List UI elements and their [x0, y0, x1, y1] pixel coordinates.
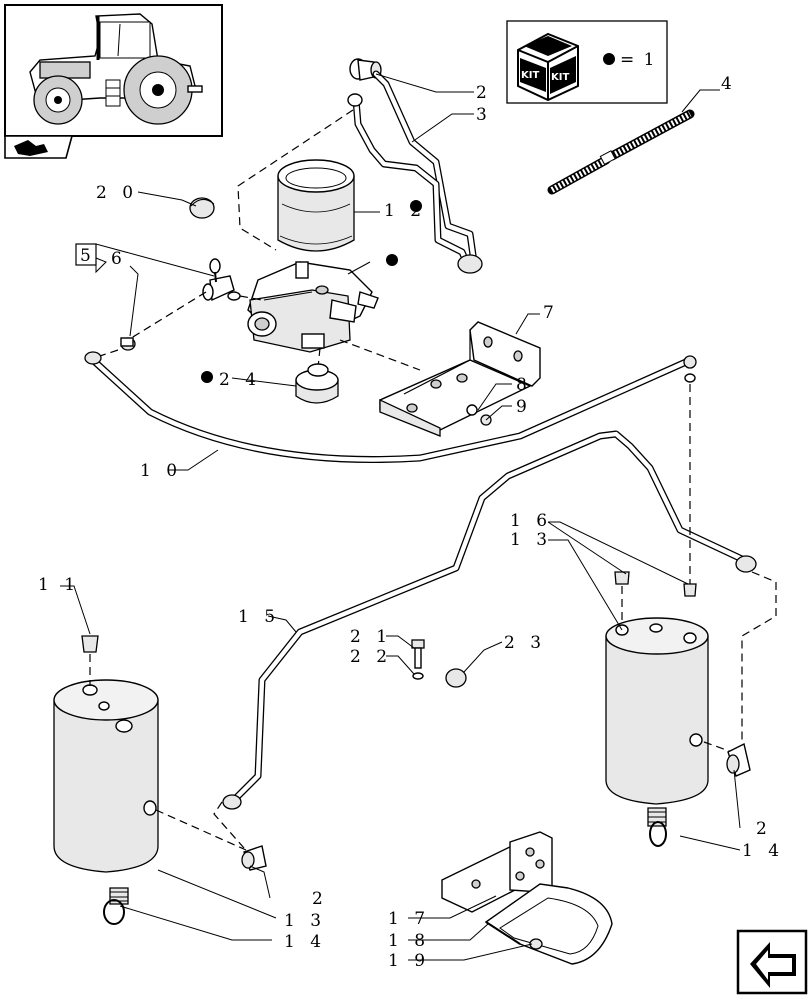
kit-icon-label-right: KIT	[551, 72, 569, 83]
callout-24: 2 4	[219, 370, 261, 390]
callout-4: 4	[721, 74, 737, 94]
callout-14-left: 1 4	[284, 932, 326, 952]
kit-box: KIT KIT = 1	[506, 20, 668, 104]
plug-16b	[683, 583, 697, 597]
kit-legend-text: = 1	[620, 50, 656, 70]
pipe-10	[84, 351, 697, 463]
plug-16a	[614, 571, 630, 585]
tee-fitting-6	[202, 258, 241, 302]
callout-2-left: 2	[312, 889, 328, 909]
connector-6	[120, 337, 136, 351]
callout-17: 1 7	[388, 909, 430, 929]
elbow-fitting-2-left	[241, 845, 267, 871]
bracket-7	[379, 321, 541, 437]
callout-9: 9	[516, 397, 532, 417]
callout-20: 2 0	[96, 183, 138, 203]
bracket-17	[441, 831, 553, 913]
kit-marker-24	[201, 371, 213, 383]
callout-12: 1 2	[384, 201, 426, 221]
kit-box-icon: KIT KIT	[517, 32, 579, 102]
threaded-rod-4	[547, 109, 695, 195]
washer-22	[412, 672, 424, 680]
callout-14-right: 1 4	[742, 841, 784, 861]
kit-marker-dot	[603, 53, 615, 65]
air-tank-left	[53, 679, 159, 873]
callout-19: 1 9	[388, 951, 430, 971]
cap-23	[445, 668, 467, 688]
drain-valve-14-right	[647, 807, 667, 847]
filter-cartridge-12	[277, 159, 355, 252]
callout-21: 2 1	[350, 627, 392, 647]
callout-22: 2 2	[350, 647, 392, 667]
callout-6: 6	[111, 249, 127, 269]
elbow-fitting-2-right	[726, 742, 751, 777]
callout-10: 1 0	[140, 461, 182, 481]
callout-2-top: 2	[476, 83, 492, 103]
section-tab-icon	[4, 135, 74, 159]
callout-5: 5	[80, 246, 96, 266]
callout-23: 2 3	[504, 633, 546, 653]
cap-20	[189, 197, 215, 219]
cap-24	[295, 363, 339, 404]
callout-16: 1 6	[510, 511, 552, 531]
plug-11	[81, 635, 99, 653]
callout-box-5	[75, 243, 97, 266]
air-dryer-valve-body	[247, 261, 379, 353]
strap-18	[484, 883, 613, 965]
drain-valve-14-left	[103, 887, 129, 925]
callout-3: 3	[476, 105, 492, 125]
air-tank-right	[605, 617, 709, 805]
kit-icon-label-left: KIT	[521, 70, 539, 81]
callout-8: 8	[516, 375, 532, 395]
callout-11: 1 1	[38, 575, 80, 595]
tractor-thumbnail-icon	[4, 4, 223, 137]
pipe-3	[347, 70, 483, 274]
callout-13-left: 1 3	[284, 911, 326, 931]
kit-marker-12	[410, 200, 422, 212]
callout-15: 1 5	[238, 607, 280, 627]
callout-13-right: 1 3	[510, 530, 552, 550]
callout-labels: 2 3 4 2 0 1 2 5 6 7 2 4 8 9 1 0 1 6 1 3 …	[38, 74, 784, 971]
callout-2-right: 2	[756, 819, 772, 839]
bolt-21	[411, 639, 425, 669]
kit-marker-valve	[386, 254, 398, 266]
navigation-arrow-icon[interactable]	[736, 929, 808, 995]
callout-18: 1 8	[388, 931, 430, 951]
callout-7: 7	[543, 303, 559, 323]
pipe-15	[222, 430, 757, 810]
